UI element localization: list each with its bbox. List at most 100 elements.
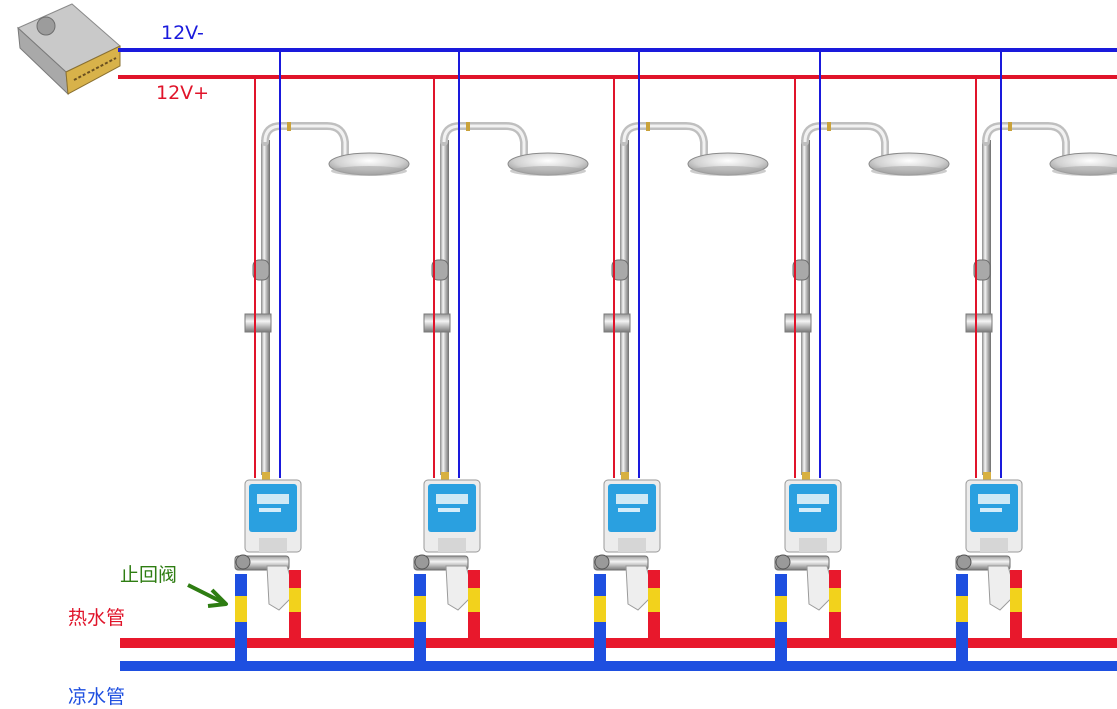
valve-handle: [445, 565, 475, 611]
shower-unit-2: [413, 48, 589, 664]
shower-arm-highlight: [263, 124, 347, 156]
meter-display: [797, 494, 829, 504]
shower-riser-pipe: [440, 140, 449, 475]
check-valve-arrow-icon: [187, 583, 228, 608]
cold-pipe-label: 凉水管: [68, 686, 126, 708]
meter-display: [616, 494, 648, 504]
meter-base: [980, 538, 1008, 552]
hot-riser-band: [1010, 588, 1022, 612]
slide-bracket: [784, 313, 812, 333]
meter-base: [438, 538, 466, 552]
hose-holder: [431, 259, 449, 281]
shower-arm: [261, 122, 349, 160]
arm-joint: [466, 122, 470, 131]
slide-bracket: [603, 313, 631, 333]
meter-base: [799, 538, 827, 552]
meter-logo: [438, 508, 460, 512]
positive-junction: [612, 75, 616, 79]
valve-handle: [266, 565, 296, 611]
shower-head-face: [871, 166, 947, 176]
meter-display: [978, 494, 1010, 504]
valve-handle: [806, 565, 836, 611]
negative-junction: [818, 48, 822, 52]
meter-logo: [618, 508, 640, 512]
cold-riser-band: [235, 596, 247, 622]
shower-arm-highlight: [442, 124, 526, 156]
positive-junction: [432, 75, 436, 79]
brass-fitting: [983, 472, 991, 482]
shower-arm: [620, 122, 708, 160]
brass-fitting: [621, 472, 629, 482]
power-supply: [17, 3, 121, 96]
hose-holder: [973, 259, 991, 281]
meter-logo: [259, 508, 281, 512]
shower-arm-highlight: [622, 124, 706, 156]
shower-head-face: [331, 166, 407, 176]
shower-head-face: [1052, 166, 1117, 176]
meter-logo: [980, 508, 1002, 512]
valve-knob: [235, 554, 251, 570]
negative-junction: [999, 48, 1003, 52]
shower-unit-5: [955, 48, 1117, 664]
shower-unit-4: [774, 48, 950, 664]
fan-icon: [36, 16, 56, 36]
slide-bracket: [423, 313, 451, 333]
hot-riser-band: [289, 588, 301, 612]
positive-junction: [974, 75, 978, 79]
valve-knob: [775, 554, 791, 570]
valve-knob: [956, 554, 972, 570]
valve-knob: [594, 554, 610, 570]
shower-unit-1: [234, 48, 410, 664]
hose-holder: [611, 259, 629, 281]
brass-fitting: [441, 472, 449, 482]
meter-logo: [799, 508, 821, 512]
cold-riser-band: [414, 596, 426, 622]
slide-bracket: [965, 313, 993, 333]
positive-junction: [253, 75, 257, 79]
hot-riser-band: [648, 588, 660, 612]
hose-holder: [792, 259, 810, 281]
cold-riser-band: [775, 596, 787, 622]
negative-junction: [278, 48, 282, 52]
shower-unit-3: [593, 48, 769, 664]
arm-joint: [1008, 122, 1012, 131]
arm-joint: [287, 122, 291, 131]
shower-riser-pipe: [620, 140, 629, 475]
meter-display: [436, 494, 468, 504]
valve-handle: [625, 565, 655, 611]
negative-junction: [457, 48, 461, 52]
hot-riser-band: [468, 588, 480, 612]
hose-holder: [252, 259, 270, 281]
negative-line-label: 12V-: [161, 22, 204, 44]
valve-knob: [414, 554, 430, 570]
brass-fitting: [802, 472, 810, 482]
shower-arm-highlight: [803, 124, 887, 156]
arm-joint: [646, 122, 650, 131]
meter-display: [257, 494, 289, 504]
shower-arm: [982, 122, 1070, 160]
slide-bracket: [244, 313, 272, 333]
cold-riser-band: [956, 596, 968, 622]
positive-junction: [793, 75, 797, 79]
positive-line-label: 12V+: [156, 82, 210, 104]
hot-pipe-label: 热水管: [68, 607, 126, 629]
shower-head-face: [510, 166, 586, 176]
shower-arm: [440, 122, 528, 160]
shower-head-face: [690, 166, 766, 176]
shower-riser-pipe: [801, 140, 810, 475]
hot-riser-band: [829, 588, 841, 612]
negative-junction: [637, 48, 641, 52]
valve-handle: [987, 565, 1017, 611]
check-valve-label: 止回阀: [120, 564, 178, 586]
shower-riser-pipe: [982, 140, 991, 475]
shower-arm: [801, 122, 889, 160]
brass-fitting: [262, 472, 270, 482]
shower-riser-pipe: [261, 140, 270, 475]
shower-arm-highlight: [984, 124, 1068, 156]
meter-base: [259, 538, 287, 552]
cold-riser-band: [594, 596, 606, 622]
arm-joint: [827, 122, 831, 131]
meter-base: [618, 538, 646, 552]
